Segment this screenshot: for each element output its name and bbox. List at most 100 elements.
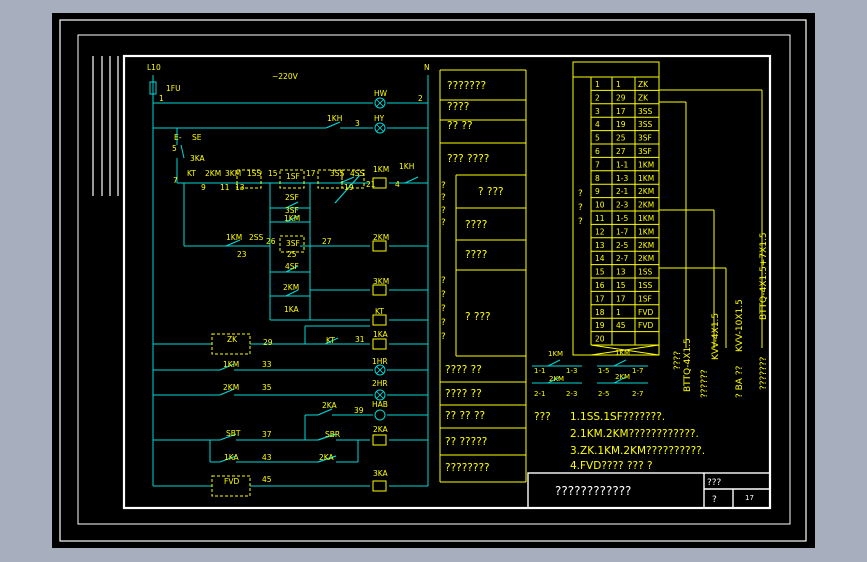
function-side-marks: ????????? [441, 181, 446, 342]
function-texts: ????????????? ????? ????? ???????????? ?… [445, 80, 504, 474]
terminal-no: 12 [595, 227, 605, 236]
function-rows [440, 99, 526, 456]
function-text: ??????? [447, 80, 486, 92]
terminal-device: 1SF [638, 294, 652, 303]
function-text: ? ??? [478, 186, 504, 198]
label-n17: 17 [306, 169, 316, 178]
title-cell-2: ? [712, 495, 717, 505]
terminal-device: 1KM [638, 174, 654, 183]
function-text: ??? ???? [447, 153, 489, 165]
label-4ss: 4SS [350, 169, 365, 178]
label-1ka-a: 1KA [284, 305, 300, 314]
label-n21: 21 [366, 180, 376, 189]
terminal-wire: 29 [616, 93, 626, 102]
label-n2: 2 [418, 94, 423, 103]
cd-2km-top: 2KM [615, 373, 630, 381]
label-zk: ZK [227, 335, 238, 344]
cable-label-3: KVV-10X1.5 [735, 299, 745, 352]
label-kt-coil: KT [375, 307, 384, 316]
circuit-labels: L10 N ~220V 1FU 1 2 HW 1KH 3 HY E- SE 5 … [147, 63, 430, 486]
terminal-no: 15 [595, 268, 605, 277]
label-l10: L10 [147, 63, 161, 72]
label-3ss: 3SS [330, 169, 345, 178]
label-2sf: 2SF [285, 193, 299, 202]
label-1km-d: 1KM [223, 360, 239, 369]
terminal-device: 2KM [638, 241, 654, 250]
coil-kt-icon [372, 314, 387, 326]
lamp-2hr-icon [374, 389, 386, 401]
terminal-device: 1KM [638, 160, 654, 169]
notes-line-3: 3.ZK.1KM.2KM??????????. [570, 445, 705, 457]
terminal-wire: 1-7 [616, 227, 628, 236]
label-hab: HAB [372, 400, 388, 409]
cable-label-2: KVV-4X1.5 [711, 313, 721, 360]
notes-heading: ??? [534, 411, 551, 423]
cd-17: 1-7 [632, 367, 643, 375]
notes: ??? 1.1SS.1SF???????. 2.1KM.2KM?????????… [534, 411, 705, 472]
terminal-no: 2 [595, 93, 600, 102]
label-2ka-a: 2KA [322, 401, 338, 410]
terminal-device: 2KM [638, 254, 654, 263]
terminal-wire: 19 [616, 120, 626, 129]
cd-15: 1-5 [598, 367, 609, 375]
cable-bus-lines [659, 89, 763, 348]
terminal-device: 3SF [638, 147, 652, 156]
coil-1ka-icon [372, 338, 387, 350]
terminal-left-mark: ? [578, 217, 583, 227]
label-n1: 1 [159, 94, 164, 103]
label-1ka-coil: 1KA [373, 330, 389, 339]
label-2km-b: 2KM [283, 283, 299, 292]
label-n43: 43 [262, 453, 272, 462]
label-hy: HY [374, 114, 385, 123]
cd-1km-top: 1KM [615, 349, 630, 357]
function-side-mark: ? [441, 290, 446, 300]
coil-1km-icon [372, 177, 387, 189]
terminal-device: 3SF [638, 134, 652, 143]
notes-line-2: 2.1KM.2KM????????????. [570, 428, 699, 440]
label-1hr: 1HR [372, 357, 388, 366]
label-n31: 31 [355, 335, 365, 344]
coil-3ka-icon [372, 480, 387, 492]
cd-13: 1-3 [566, 367, 577, 375]
cd-1km: 1KM [548, 350, 563, 358]
outer-frame [59, 19, 807, 542]
terminal-no: 7 [595, 160, 600, 169]
label-se-dash: E- [174, 133, 182, 142]
terminal-wire: 15 [616, 281, 626, 290]
terminal-wire: 2-5 [616, 241, 628, 250]
label-n37: 37 [262, 430, 272, 439]
terminal-wire: 45 [616, 321, 626, 330]
horn-hab-icon [374, 409, 386, 421]
label-2km-coil: 2KM [373, 233, 389, 242]
label-1fu: 1FU [166, 84, 181, 93]
terminal-no: 20 [595, 335, 605, 344]
contact-detail: 1KM 1KM 2KM 2KM 1-1 1-3 2-1 2-3 1-5 1-7 … [532, 349, 648, 398]
label-n3: 3 [355, 119, 360, 128]
label-n7: 7 [173, 176, 178, 185]
terminal-no: 9 [595, 187, 600, 196]
terminal-left-mark: ? [578, 203, 583, 213]
cable-note-4: ??????? [759, 356, 769, 390]
lamp-hy-icon [374, 122, 386, 134]
label-n15: 15 [268, 169, 278, 178]
cable-label-1: BTTQ-4X1.5 [683, 338, 693, 392]
label-n39: 39 [354, 406, 364, 415]
terminal-no: 10 [595, 201, 605, 210]
label-1ss: 1SS [247, 169, 262, 178]
function-text: ?? ?? ?? [445, 410, 485, 422]
label-3sf-a: 3SF [285, 206, 299, 215]
function-text: ?? ????? [445, 436, 487, 448]
label-n13: 13 [235, 183, 245, 192]
label-n9: 9 [201, 183, 206, 192]
label-3ka-coil: 3KA [373, 469, 389, 478]
terminal-no: 1 [595, 80, 600, 89]
terminal-wire: 1-5 [616, 214, 628, 223]
terminal-wire: 13 [616, 268, 626, 277]
label-n25: 25 [287, 250, 297, 259]
